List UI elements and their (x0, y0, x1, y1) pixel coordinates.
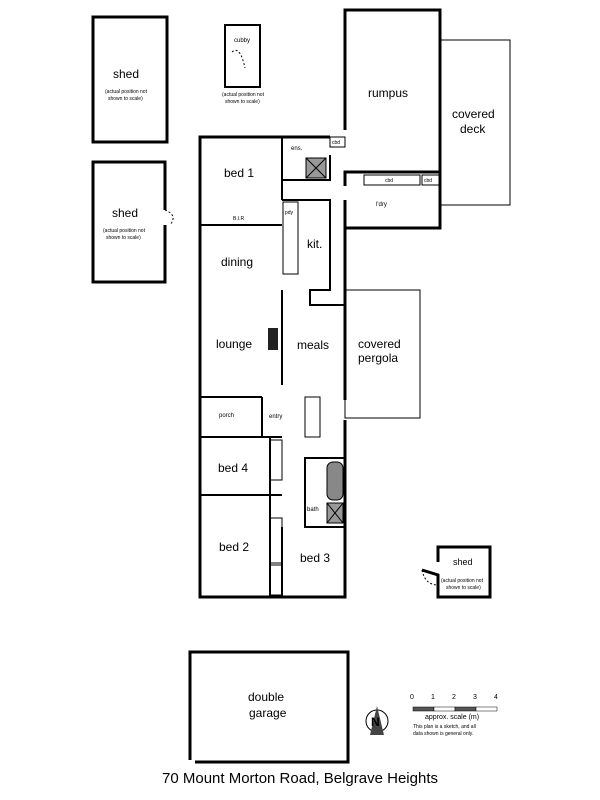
double-garage: double garage (188, 650, 350, 764)
svg-text:N: N (371, 715, 380, 729)
room-label-covered-pergola: covered (358, 337, 401, 351)
note: (actual position not (103, 228, 146, 234)
cupboard-label: cbd (385, 178, 393, 184)
room-label-lounge: lounge (216, 337, 252, 351)
room-label-covered-deck: deck (460, 122, 486, 136)
room-label: shed (112, 206, 138, 220)
room-label: cubby (234, 38, 250, 44)
room-label-kitchen: kit. (307, 237, 322, 251)
room-label-garage: double (248, 690, 284, 704)
room-label-laundry: l'dry (376, 202, 387, 208)
room-label-bed2: bed 2 (219, 540, 249, 554)
room-label-bath: bath (307, 507, 319, 513)
bir-label: B.I.R (233, 216, 245, 222)
note: shown to scale) (108, 96, 143, 102)
note: (actual position not (222, 92, 265, 98)
room-label: shed (113, 67, 139, 81)
house: rumpus covered deck bed 1 ens. cbd cbd c… (198, 8, 511, 599)
note: shown to scale) (446, 585, 481, 591)
scale-tick: 3 (473, 694, 477, 701)
note: shown to scale) (225, 99, 260, 105)
scale-bar: 0 1 2 3 4 approx. scale (m) This plan is… (410, 694, 498, 737)
cupboard-label: cbd (424, 178, 432, 184)
north-compass-icon: N (365, 706, 389, 735)
shed-small: shed (actual position not shown to scale… (421, 545, 492, 599)
room-label-covered-deck: covered (452, 107, 495, 121)
note: (actual position not (105, 89, 148, 95)
disclaimer: This plan is a sketch, and all (413, 724, 476, 730)
scale-tick: 4 (494, 694, 498, 701)
room-label-bed4: bed 4 (218, 461, 248, 475)
disclaimer: data shown is general only. (413, 731, 473, 737)
note: (actual position not (441, 578, 484, 584)
cubby: cubby (actual position not shown to scal… (222, 24, 265, 105)
scale-tick: 0 (410, 694, 414, 701)
shed-top: shed (actual position not shown to scale… (91, 15, 169, 144)
room-label-bed1: bed 1 (224, 166, 254, 180)
room-label-entry: entry (269, 414, 282, 420)
room-label: shed (453, 557, 473, 567)
room-label-porch: porch (219, 413, 234, 419)
room-label-bed3: bed 3 (300, 551, 330, 565)
scale-tick: 2 (452, 694, 456, 701)
room-label-meals: meals (297, 338, 329, 352)
scale-label: approx. scale (m) (425, 714, 479, 721)
room-label-garage: garage (249, 706, 287, 720)
room-label-ensuite: ens. (291, 146, 303, 152)
shed-mid: shed (actual position not shown to scale… (91, 160, 174, 284)
cupboard-label: cbd (332, 140, 340, 146)
room-label-covered-pergola: pergola (358, 351, 398, 365)
room-label-rumpus: rumpus (368, 86, 408, 100)
note: shown to scale) (106, 235, 141, 241)
pantry-label: pdy (285, 210, 294, 216)
room-label-dining: dining (221, 255, 253, 269)
scale-tick: 1 (431, 694, 435, 701)
property-address: 70 Mount Morton Road, Belgrave Heights (162, 770, 438, 787)
